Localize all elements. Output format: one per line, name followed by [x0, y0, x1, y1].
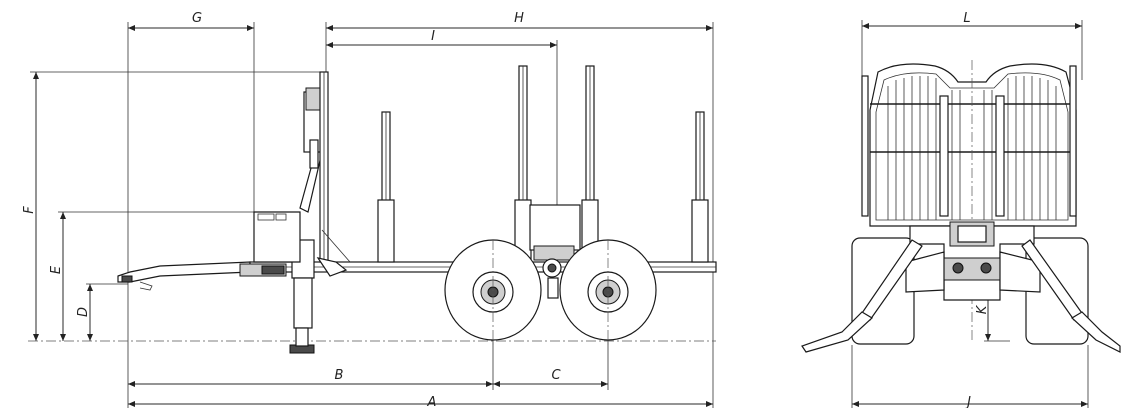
label-b: B — [335, 368, 344, 383]
trailer-rear-view — [801, 20, 1121, 408]
label-a: A — [427, 395, 437, 408]
label-c: C — [551, 368, 561, 383]
dimension-lines — [28, 22, 716, 408]
label-j: J — [964, 395, 971, 408]
label-d: D — [76, 307, 91, 317]
label-e: E — [49, 265, 64, 274]
label-l: L — [963, 11, 970, 26]
label-k: K — [975, 304, 990, 314]
label-f: F — [22, 206, 37, 214]
label-g: G — [192, 11, 202, 26]
label-i: I — [431, 29, 435, 44]
label-h: H — [514, 11, 524, 26]
trailer-side-view — [117, 65, 717, 354]
dimension-labels: G H I B C A L J F E D K — [22, 11, 990, 408]
